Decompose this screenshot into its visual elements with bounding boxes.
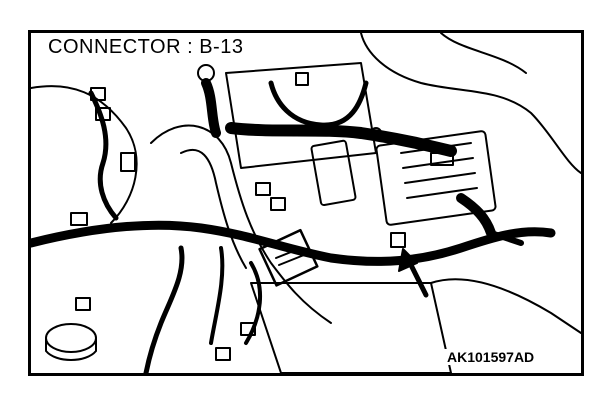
- connector-4: [120, 152, 136, 172]
- harness-branch-down-3: [244, 261, 263, 345]
- harness-branch-top: [268, 80, 369, 128]
- relay-box-ribs: [400, 142, 478, 199]
- connector-12: [240, 322, 256, 336]
- connector-11: [215, 347, 231, 361]
- grommet: [197, 64, 215, 82]
- harness-branch-mid: [201, 78, 221, 138]
- hose-right-end: [488, 230, 524, 246]
- bulkhead-panel: [225, 62, 377, 169]
- relay-box: [375, 130, 497, 226]
- connector-8: [295, 72, 309, 86]
- harness-branch-left: [88, 90, 119, 221]
- connector-6: [255, 182, 271, 196]
- ground-terminal: [370, 127, 382, 139]
- connector-title: CONNECTOR : B-13: [44, 36, 248, 58]
- connector-2: [90, 87, 106, 101]
- diagram-frame: [28, 30, 584, 376]
- connector-5: [75, 297, 91, 311]
- reservoir-cap: [45, 323, 97, 353]
- harness-branch-down-1: [143, 245, 185, 373]
- hose-right: [456, 193, 496, 238]
- upper-wire-harness: [225, 122, 457, 157]
- harness-branch-down-2: [209, 246, 225, 345]
- pointer-arrow-shaft: [406, 258, 429, 298]
- engine-bay-illustration: [31, 33, 581, 373]
- connector-1: [70, 212, 88, 226]
- connector-9: [430, 152, 454, 166]
- fender-outline: [31, 85, 138, 224]
- connector-7: [270, 197, 286, 211]
- air-duct-left: [150, 124, 332, 324]
- connector-b13: [258, 228, 319, 287]
- battery-edge: [430, 278, 581, 334]
- figure-code: AK101597AD: [444, 349, 538, 365]
- connector-b13-pins: [275, 247, 305, 266]
- strut-tower-outline: [360, 33, 581, 174]
- pointer-arrow-head: [398, 248, 418, 272]
- strut-tower-right: [440, 33, 527, 74]
- connector-10: [390, 232, 406, 248]
- control-module: [310, 139, 357, 207]
- main-wire-harness: [31, 220, 556, 266]
- reservoir-cap-side: [45, 337, 97, 361]
- lower-body-panel: [250, 282, 452, 373]
- connector-3: [95, 107, 111, 121]
- air-duct-left-inner: [180, 148, 247, 269]
